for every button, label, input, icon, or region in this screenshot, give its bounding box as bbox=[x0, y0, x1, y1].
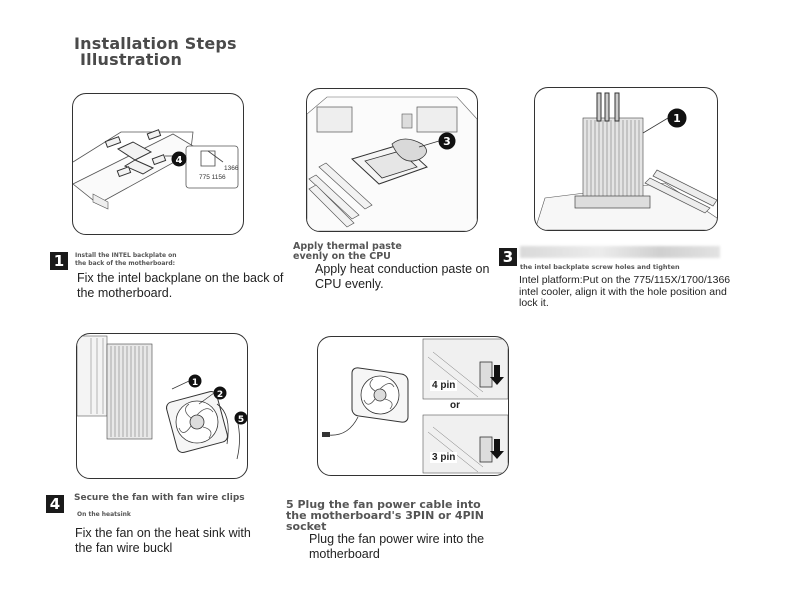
pin-label-4pin: 4 pin bbox=[430, 380, 458, 391]
backplate-diagram: 4 bbox=[73, 129, 239, 210]
title-line-2: Illustration bbox=[80, 50, 183, 69]
step-4-callout-5: 5 bbox=[238, 415, 244, 425]
step-4-callout-2: 2 bbox=[217, 390, 223, 400]
step-1-heading: Install the INTEL backplate on the back … bbox=[75, 252, 177, 267]
step-1-number: 1 bbox=[50, 252, 68, 270]
page-title: Installation Steps Illustration bbox=[74, 36, 237, 68]
title-line-1: Installation Steps bbox=[74, 34, 237, 53]
step-4-heading: Secure the fan with fan wire clips bbox=[74, 493, 245, 503]
cpu-paste-diagram: 3 bbox=[307, 96, 477, 231]
step-3-number: 3 bbox=[499, 248, 517, 266]
step-3-illustration: 1 bbox=[534, 87, 718, 231]
pin-label-or: or bbox=[450, 400, 460, 411]
step-2-illustration: 3 bbox=[306, 88, 478, 232]
step-1-illustration: 4 775 1156 1366 bbox=[72, 93, 244, 235]
step-1-description: Fix the intel backplane on the back of t… bbox=[77, 271, 284, 300]
step-4-number: 4 bbox=[46, 495, 64, 513]
step-2-heading: Apply thermal paste evenly on the CPU bbox=[293, 241, 402, 262]
step-4-callout-1: 1 bbox=[192, 378, 198, 388]
pin-label-3pin: 3 pin bbox=[430, 452, 458, 463]
step-2-description: Apply heat conduction paste on CPU evenl… bbox=[315, 262, 490, 291]
fan-clip-diagram: 1 2 5 bbox=[77, 335, 247, 460]
fan-power-diagram bbox=[322, 338, 508, 474]
step-4-subheading: On the heatsink bbox=[77, 511, 131, 518]
step-3-callout: 1 bbox=[673, 112, 681, 125]
step-4-illustration: 1 2 5 bbox=[76, 333, 248, 479]
step-3-heading: the intel backplate screw holes and tigh… bbox=[520, 263, 680, 271]
socket-label-right: 1366 bbox=[224, 165, 239, 172]
socket-label-left: 775 1156 bbox=[199, 174, 226, 181]
step-5-illustration: 4 pin or 3 pin bbox=[317, 336, 509, 476]
cooler-mount-diagram: 1 bbox=[535, 92, 717, 230]
step-3-description: Intel platform:Put on the 775/115X/1700/… bbox=[519, 274, 731, 309]
step-1-callout: 4 bbox=[176, 155, 183, 166]
step-5-description: Plug the fan power wire into the motherb… bbox=[309, 532, 485, 561]
step-4-description: Fix the fan on the heat sink with the fa… bbox=[75, 526, 251, 555]
step-3-heading-blurred bbox=[520, 246, 720, 258]
step-2-callout: 3 bbox=[443, 135, 451, 148]
step-5-heading: 5 Plug the fan power cable into the moth… bbox=[286, 498, 484, 533]
